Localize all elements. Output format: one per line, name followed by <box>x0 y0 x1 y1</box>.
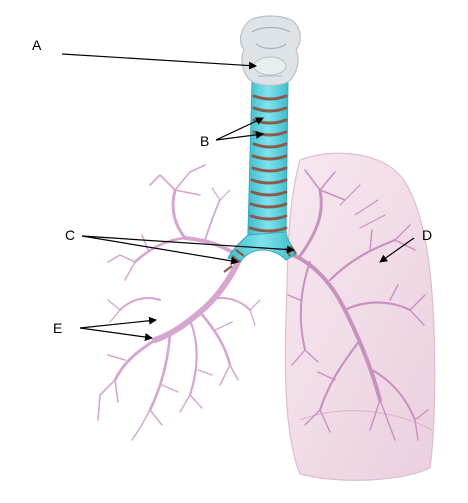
pointer-a <box>61 53 257 70</box>
label-e: E <box>53 320 62 336</box>
label-d: D <box>422 227 432 243</box>
right-bronchial-tree <box>283 169 429 441</box>
larynx <box>239 15 301 87</box>
pointer-d <box>379 237 415 263</box>
label-b: B <box>200 133 209 149</box>
left-bronchial-tree <box>97 164 261 441</box>
pointer-b-upper <box>215 117 264 141</box>
pointer-c-right <box>81 235 295 254</box>
label-a: A <box>32 37 42 53</box>
label-c: C <box>65 227 75 243</box>
pointer-e-lower <box>79 327 153 341</box>
pointer-b-lower <box>215 130 264 141</box>
pointer-lines <box>61 53 415 341</box>
lung <box>284 152 436 481</box>
pointer-c-left <box>81 235 239 265</box>
pointer-e-upper <box>79 316 157 329</box>
